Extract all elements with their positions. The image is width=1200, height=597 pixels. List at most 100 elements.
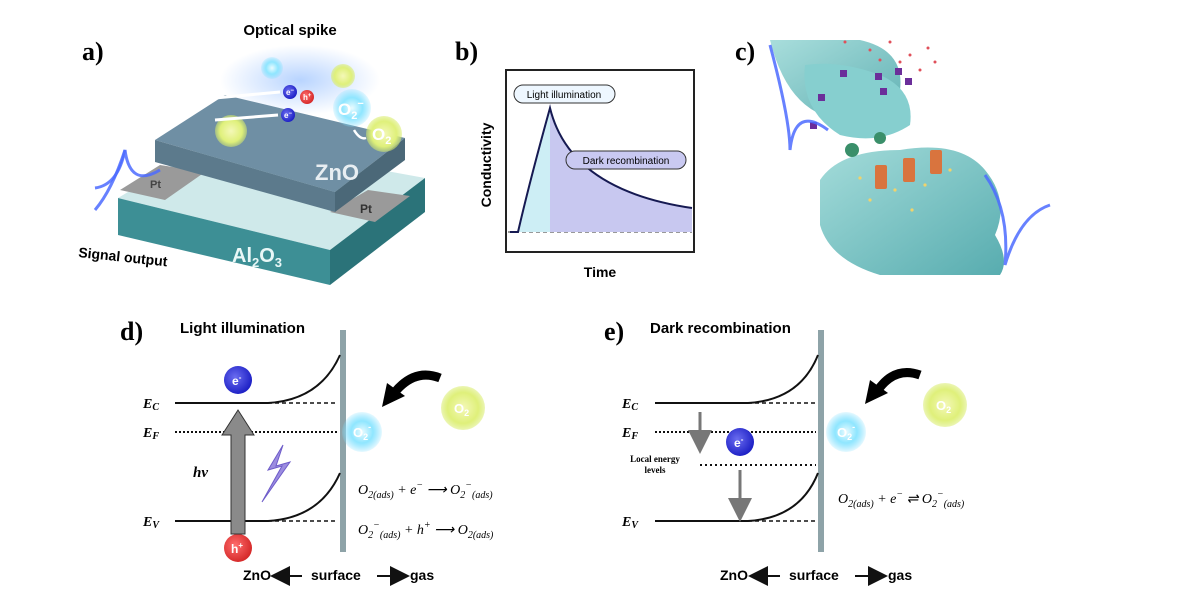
pt-left-label: Pt (150, 179, 161, 191)
zno-front (155, 140, 335, 212)
o2-minus-sphere (333, 89, 371, 127)
adsorption-arrow-d (391, 370, 442, 396)
hole-top-label: h+ (303, 93, 312, 102)
neurotransmitter-dots (858, 168, 952, 212)
panel-a-label: a) (82, 37, 104, 66)
conductivity-axis-label: Conductivity (478, 122, 494, 207)
o2-label: O2 (372, 125, 391, 147)
ev-label-e: EV (621, 515, 639, 531)
presynaptic-bouton (804, 63, 911, 139)
conduction-band-d (175, 354, 341, 404)
electron-bottom-label: e− (284, 111, 292, 120)
surface-axis-label-e: surface (789, 567, 839, 583)
conduction-band-e (655, 354, 819, 404)
panel-b-label: b) (455, 37, 478, 66)
panel-c: c) (735, 37, 1051, 275)
electron-top-label: e− (286, 88, 294, 97)
charge-flow-arrow-2 (214, 113, 279, 122)
o2-label-e: O2 (936, 398, 951, 415)
ev-label-d: EV (142, 515, 160, 531)
o2-label-d: O2 (454, 401, 469, 418)
panel-e-title: Dark recombination (650, 320, 791, 337)
panel-b: b) Light illumination Dark recombination… (455, 37, 695, 280)
ef-label-e: EF (621, 426, 638, 442)
electron-d (224, 366, 252, 394)
valence-band-e (655, 472, 819, 522)
panel-d: d) Light illumination EC EF EV e- h+ hν … (120, 317, 494, 586)
al2o3-label: Al2O3 (232, 245, 282, 270)
photon-bolt (261, 444, 292, 503)
optical-spike-title: Optical spike (243, 22, 336, 39)
light-fill (510, 108, 550, 232)
ef-label-d: EF (142, 426, 159, 442)
panel-a: a) Optical spike Pt Pt ZnO Al2O3 O2− (78, 22, 425, 285)
pt-electrode-right (330, 190, 410, 222)
adsorption-arrow-head-d (382, 383, 405, 407)
zno-label: ZnO (315, 160, 359, 185)
hole-top (300, 90, 314, 104)
panel-d-label: d) (120, 317, 143, 346)
signal-output-label: Signal output (78, 244, 169, 269)
charge-flow-arrow-1 (214, 90, 281, 100)
signal-dots (843, 40, 937, 72)
surface-wall-e (818, 330, 824, 552)
surface-axis-label-d: surface (311, 567, 361, 583)
gas-axis-label-e: gas (888, 567, 912, 583)
hole-d (224, 534, 252, 562)
electron-e-label: e- (734, 435, 744, 450)
light-badge-label: Light illumination (527, 90, 602, 101)
substrate-front (118, 198, 330, 285)
zno-axis-label-e: ZnO (720, 567, 748, 583)
desorb-arrow (352, 129, 367, 140)
o2-sphere-d (441, 386, 485, 430)
ec-label-e: EC (621, 397, 638, 413)
o2-minus-label: O2− (338, 98, 364, 122)
electron-bottom (281, 108, 295, 122)
ec-label-d: EC (142, 397, 159, 413)
light-badge (513, 84, 616, 104)
adsorption-arrow-e (874, 368, 922, 393)
dark-badge-label: Dark recombination (583, 156, 670, 167)
gas-axis-label-d: gas (410, 567, 434, 583)
time-axis-label: Time (584, 264, 617, 280)
vesicle-1 (845, 143, 859, 157)
postsynaptic-spike (983, 174, 1051, 266)
excitation-arrow (221, 409, 255, 535)
vesicle-2 (874, 132, 886, 144)
o2-minus-sphere-e (826, 412, 866, 452)
o2-sphere-left (215, 115, 247, 147)
o2-minus-sphere-d (342, 412, 382, 452)
o2-sphere (366, 116, 402, 152)
receptors (875, 150, 942, 189)
equation-2-d: O2−(ads) + h+ ⟶ O2(ads) (358, 520, 494, 541)
equation-1-d: O2(ads) + e− ⟶ O2−(ads) (358, 480, 493, 501)
o2-minus-label-d: O2- (353, 422, 371, 442)
hv-label: hν (193, 465, 208, 481)
panel-e: e) Dark recombination EC EF EV Local ene… (604, 317, 967, 586)
electron-d-label: e- (232, 373, 242, 388)
pt-right-label: Pt (360, 202, 372, 216)
pt-electrode-left (120, 165, 205, 200)
o2-sphere-small (331, 64, 355, 88)
conductivity-curve (510, 104, 693, 233)
panel-e-label: e) (604, 317, 624, 346)
dark-badge (565, 150, 687, 170)
adsorption-arrow-head-e (865, 380, 888, 404)
o2-minus-sphere-small (261, 57, 283, 79)
panel-d-title: Light illumination (180, 320, 305, 337)
o2-minus-label-e: O2- (837, 422, 855, 442)
local-levels-label-2: levels (645, 465, 666, 475)
electron-e (726, 428, 754, 456)
local-levels-label-1: Local energy (630, 454, 680, 464)
hole-d-label: h+ (231, 541, 243, 556)
molecules (810, 68, 912, 129)
surface-wall-d (340, 330, 346, 552)
equation-e: O2(ads) + e− ⇌ O2−(ads) (838, 489, 965, 510)
panel-c-label: c) (735, 37, 755, 66)
zno-side (335, 138, 405, 212)
zno-axis-label-d: ZnO (243, 567, 271, 583)
substrate-side (330, 178, 425, 285)
signal-spike-tail (93, 149, 127, 211)
presynaptic-spike (768, 44, 829, 151)
